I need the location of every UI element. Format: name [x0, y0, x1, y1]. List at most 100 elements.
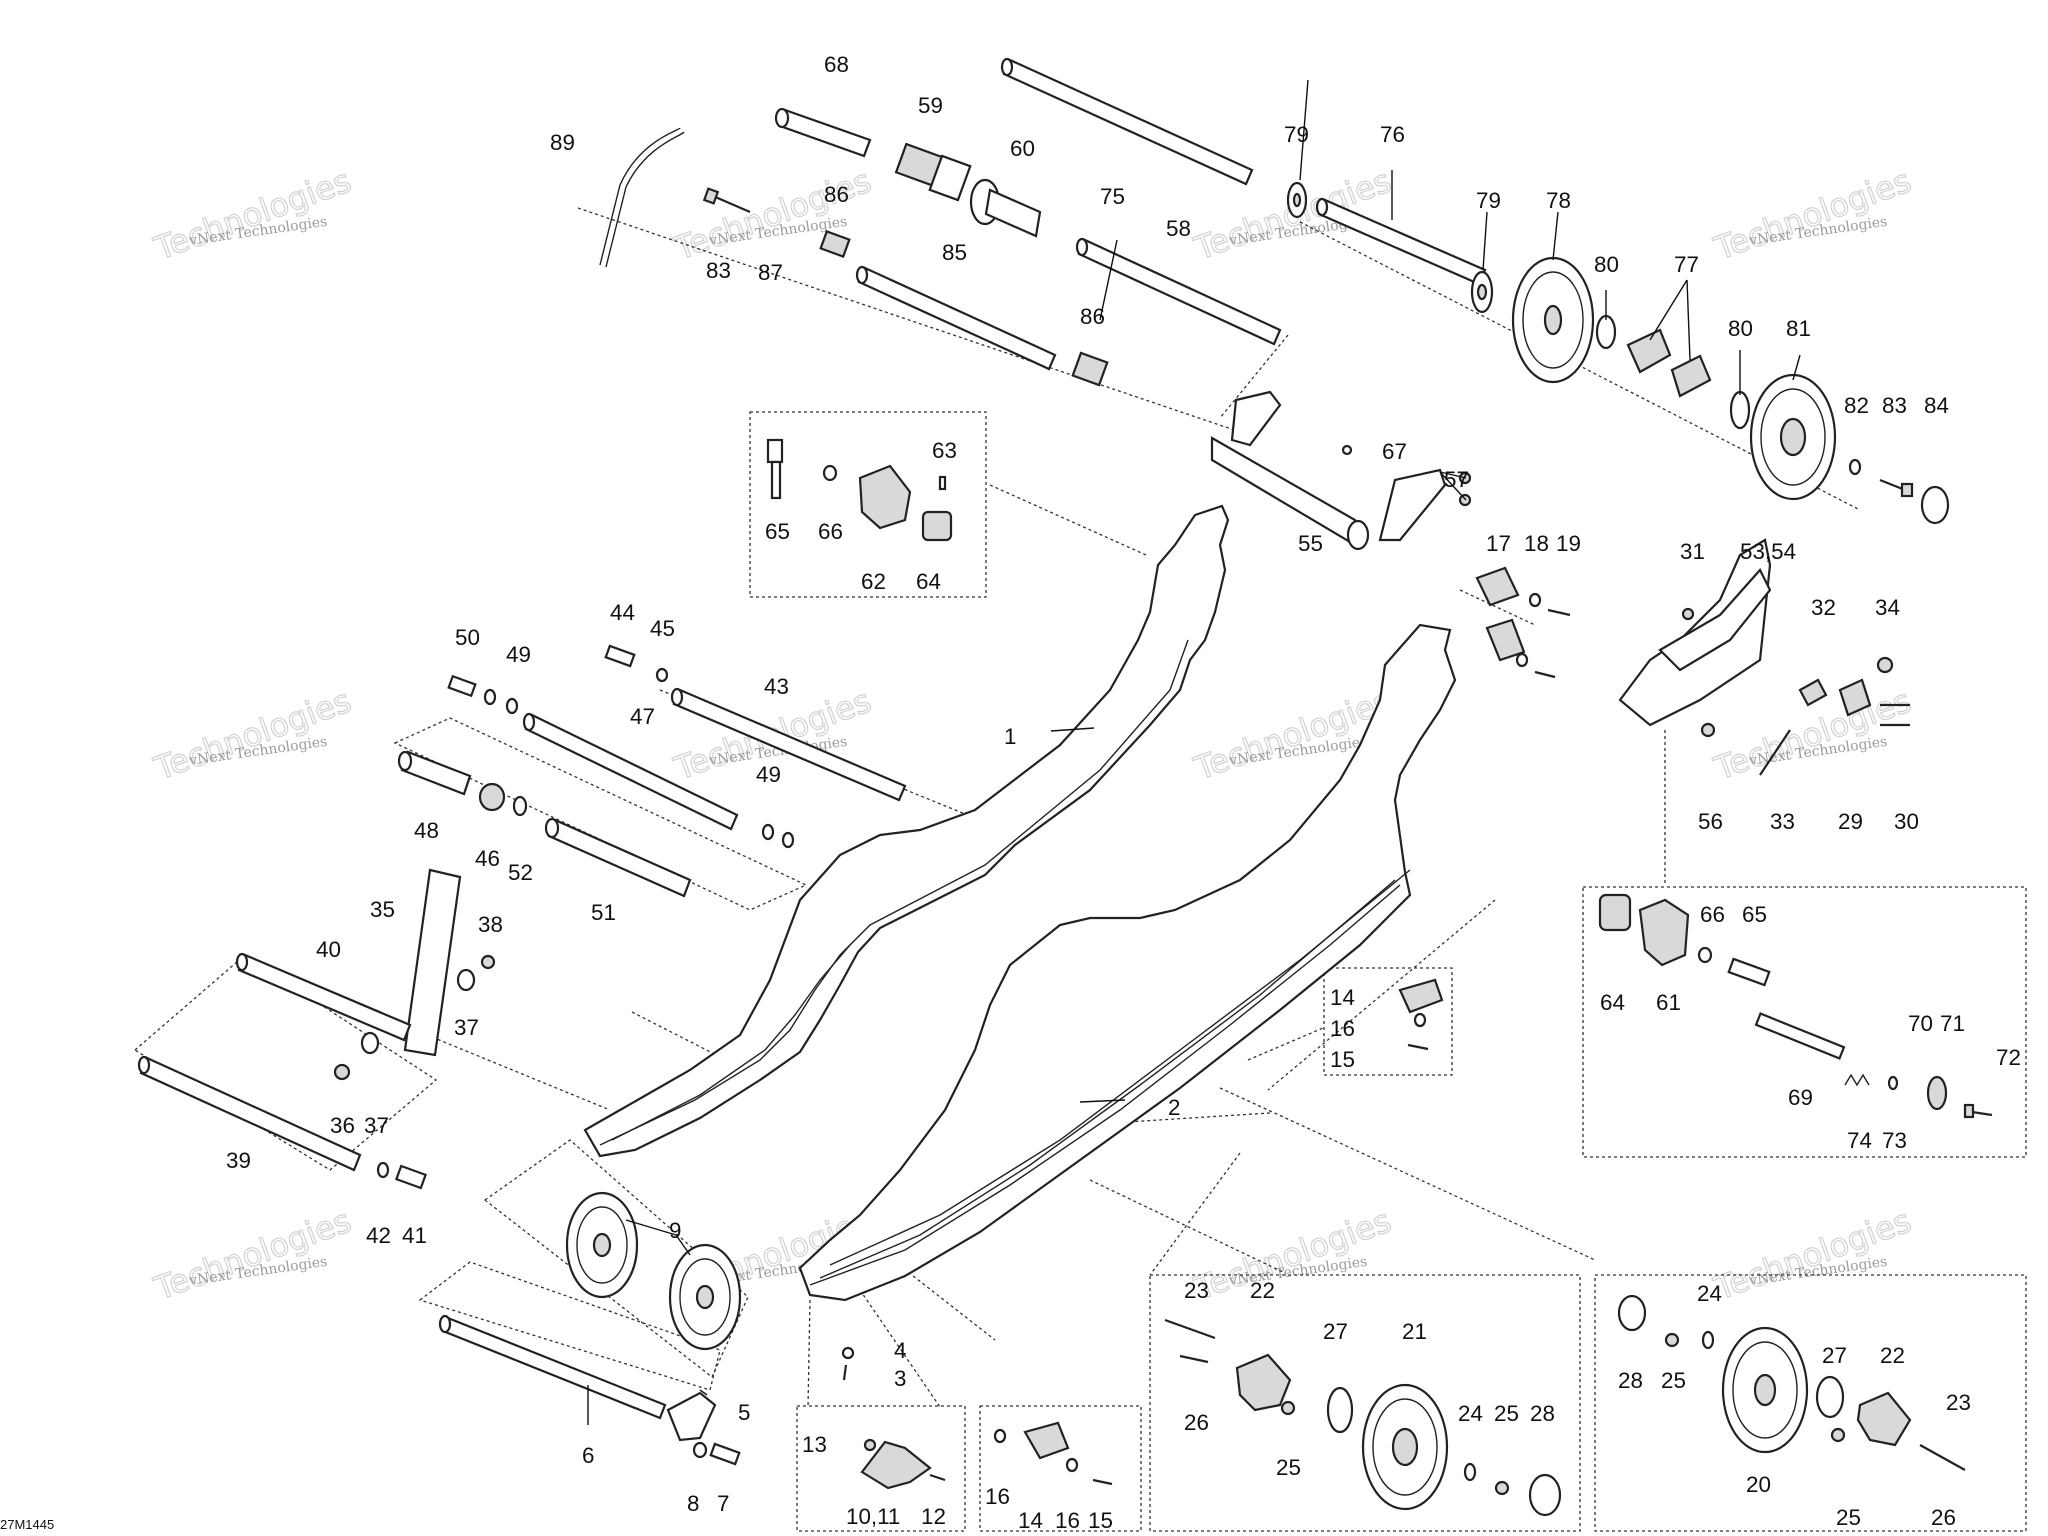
label-77: 77: [1674, 252, 1699, 277]
label-27-left: 27: [1323, 1319, 1348, 1344]
part-23-bolt-left: [1164, 1318, 1216, 1340]
diagram-reference-code: 27M1445: [0, 1517, 55, 1532]
label-59: 59: [918, 93, 943, 118]
part-15-screw-lower: [1092, 1478, 1113, 1486]
label-24-left: 24: [1458, 1401, 1483, 1426]
part-19-screws: [1534, 608, 1571, 679]
part-86-spacer-lower: [1071, 351, 1109, 387]
label-66-upper: 66: [818, 519, 843, 544]
part-69-pin: [1754, 1012, 1846, 1060]
label-42: 42: [366, 1223, 391, 1248]
part-14-slider-upper: [1398, 978, 1444, 1014]
detail-box-14-16: [1323, 967, 1453, 1076]
part-16-washer-upper: [1413, 1012, 1427, 1028]
label-37-upper: 37: [454, 1015, 479, 1040]
label-66-lower: 66: [1700, 902, 1725, 927]
part-55-cross-arm: [1210, 390, 1447, 551]
part-38-nut: [480, 954, 496, 970]
part-85-tube: [855, 265, 1057, 371]
label-13: 13: [802, 1432, 827, 1457]
label-89: 89: [550, 130, 575, 155]
part-84-cap: [1920, 485, 1950, 525]
part-5-plate: [666, 1391, 717, 1442]
part-33-bolt: [1759, 729, 1791, 776]
part-4-washer: [841, 1346, 855, 1360]
part-9-wheel-left: [565, 1191, 639, 1299]
detail-box-20-28-right: [1594, 1274, 2027, 1532]
label-1: 1: [1004, 724, 1016, 749]
label-10-11: 10,11: [846, 1504, 900, 1529]
part-62-bushing-housing: [858, 464, 912, 530]
rail-2: [798, 623, 1457, 1302]
label-36: 36: [330, 1113, 355, 1138]
part-79-washer-2: [1470, 270, 1494, 314]
label-51: 51: [591, 900, 616, 925]
label-15-lower: 15: [1088, 1508, 1113, 1533]
label-3: 3: [894, 1366, 906, 1391]
label-81: 81: [1786, 316, 1811, 341]
label-21: 21: [1402, 1319, 1427, 1344]
part-27-washer-right: [1815, 1375, 1845, 1419]
part-36-bolt: [333, 1063, 351, 1081]
part-22-housing-right: [1856, 1391, 1912, 1447]
label-14-upper: 14: [1330, 985, 1355, 1010]
label-8: 8: [687, 1491, 699, 1516]
part-12-screw: [929, 1473, 946, 1482]
part-7-bolt: [709, 1442, 741, 1466]
part-45-washer: [655, 667, 669, 683]
part-39-shaft: [137, 1055, 362, 1172]
label-83-upper: 83: [706, 258, 731, 283]
part-16-washer-lower-a: [993, 1428, 1007, 1444]
label-41: 41: [402, 1223, 427, 1248]
label-55: 55: [1298, 531, 1323, 556]
label-26-left: 26: [1184, 1410, 1209, 1435]
part-68-tube: [774, 107, 872, 158]
label-23-right: 23: [1946, 1390, 1971, 1415]
label-24-right: 24: [1697, 1281, 1722, 1306]
part-83-bolt: [1879, 478, 1914, 498]
part-13-nut: [863, 1438, 877, 1452]
part-22-housing-left: [1235, 1353, 1292, 1412]
label-30: 30: [1894, 809, 1919, 834]
part-25-nut-right-b: [1830, 1427, 1846, 1443]
label-61: 61: [1656, 990, 1681, 1015]
part-56-nut: [1700, 722, 1716, 738]
part-21-wheel: [1361, 1383, 1449, 1511]
label-60: 60: [1010, 136, 1035, 161]
part-41-bolt: [394, 1164, 428, 1190]
part-64-bushing-lower: [1598, 893, 1632, 932]
part-26-bolt-left: [1179, 1354, 1209, 1364]
label-72: 72: [1996, 1045, 2021, 1070]
label-64-upper: 64: [916, 569, 941, 594]
part-44-bolt: [604, 644, 636, 668]
part-3-screw: [842, 1364, 848, 1381]
label-75: 75: [1100, 184, 1125, 209]
label-76: 76: [1380, 122, 1405, 147]
label-79-lower: 79: [1476, 188, 1501, 213]
leader-lines: [587, 79, 1801, 1425]
detail-box-14-16-lower: [979, 1405, 1142, 1532]
label-25-left-a: 25: [1276, 1455, 1301, 1480]
part-64-bushing: [921, 510, 953, 542]
label-28-right: 28: [1618, 1368, 1643, 1393]
label-82: 82: [1844, 393, 1869, 418]
label-65-upper: 65: [765, 519, 790, 544]
part-43-tube: [670, 687, 907, 802]
label-18: 18: [1524, 531, 1549, 556]
part-72-bolt: [1963, 1103, 1993, 1119]
part-28-cap-left: [1528, 1473, 1562, 1517]
part-28-ring-right: [1617, 1294, 1647, 1332]
label-4: 4: [894, 1338, 906, 1363]
part-82-washer: [1848, 458, 1862, 476]
label-39: 39: [226, 1148, 251, 1173]
part-42-washer: [376, 1161, 390, 1179]
label-5: 5: [738, 1400, 750, 1425]
label-15-upper: 15: [1330, 1047, 1355, 1072]
label-63: 63: [932, 438, 957, 463]
label-38: 38: [478, 912, 503, 937]
label-80-lower: 80: [1728, 316, 1753, 341]
label-83-lower: 83: [1882, 393, 1907, 418]
part-17-slider-blocks: [1475, 566, 1526, 662]
callout-labels: 1 2 3 4 5 6 7 8 9 10,11 12 13 14 14 15 1…: [226, 52, 2021, 1533]
part-52-ring: [512, 795, 528, 817]
